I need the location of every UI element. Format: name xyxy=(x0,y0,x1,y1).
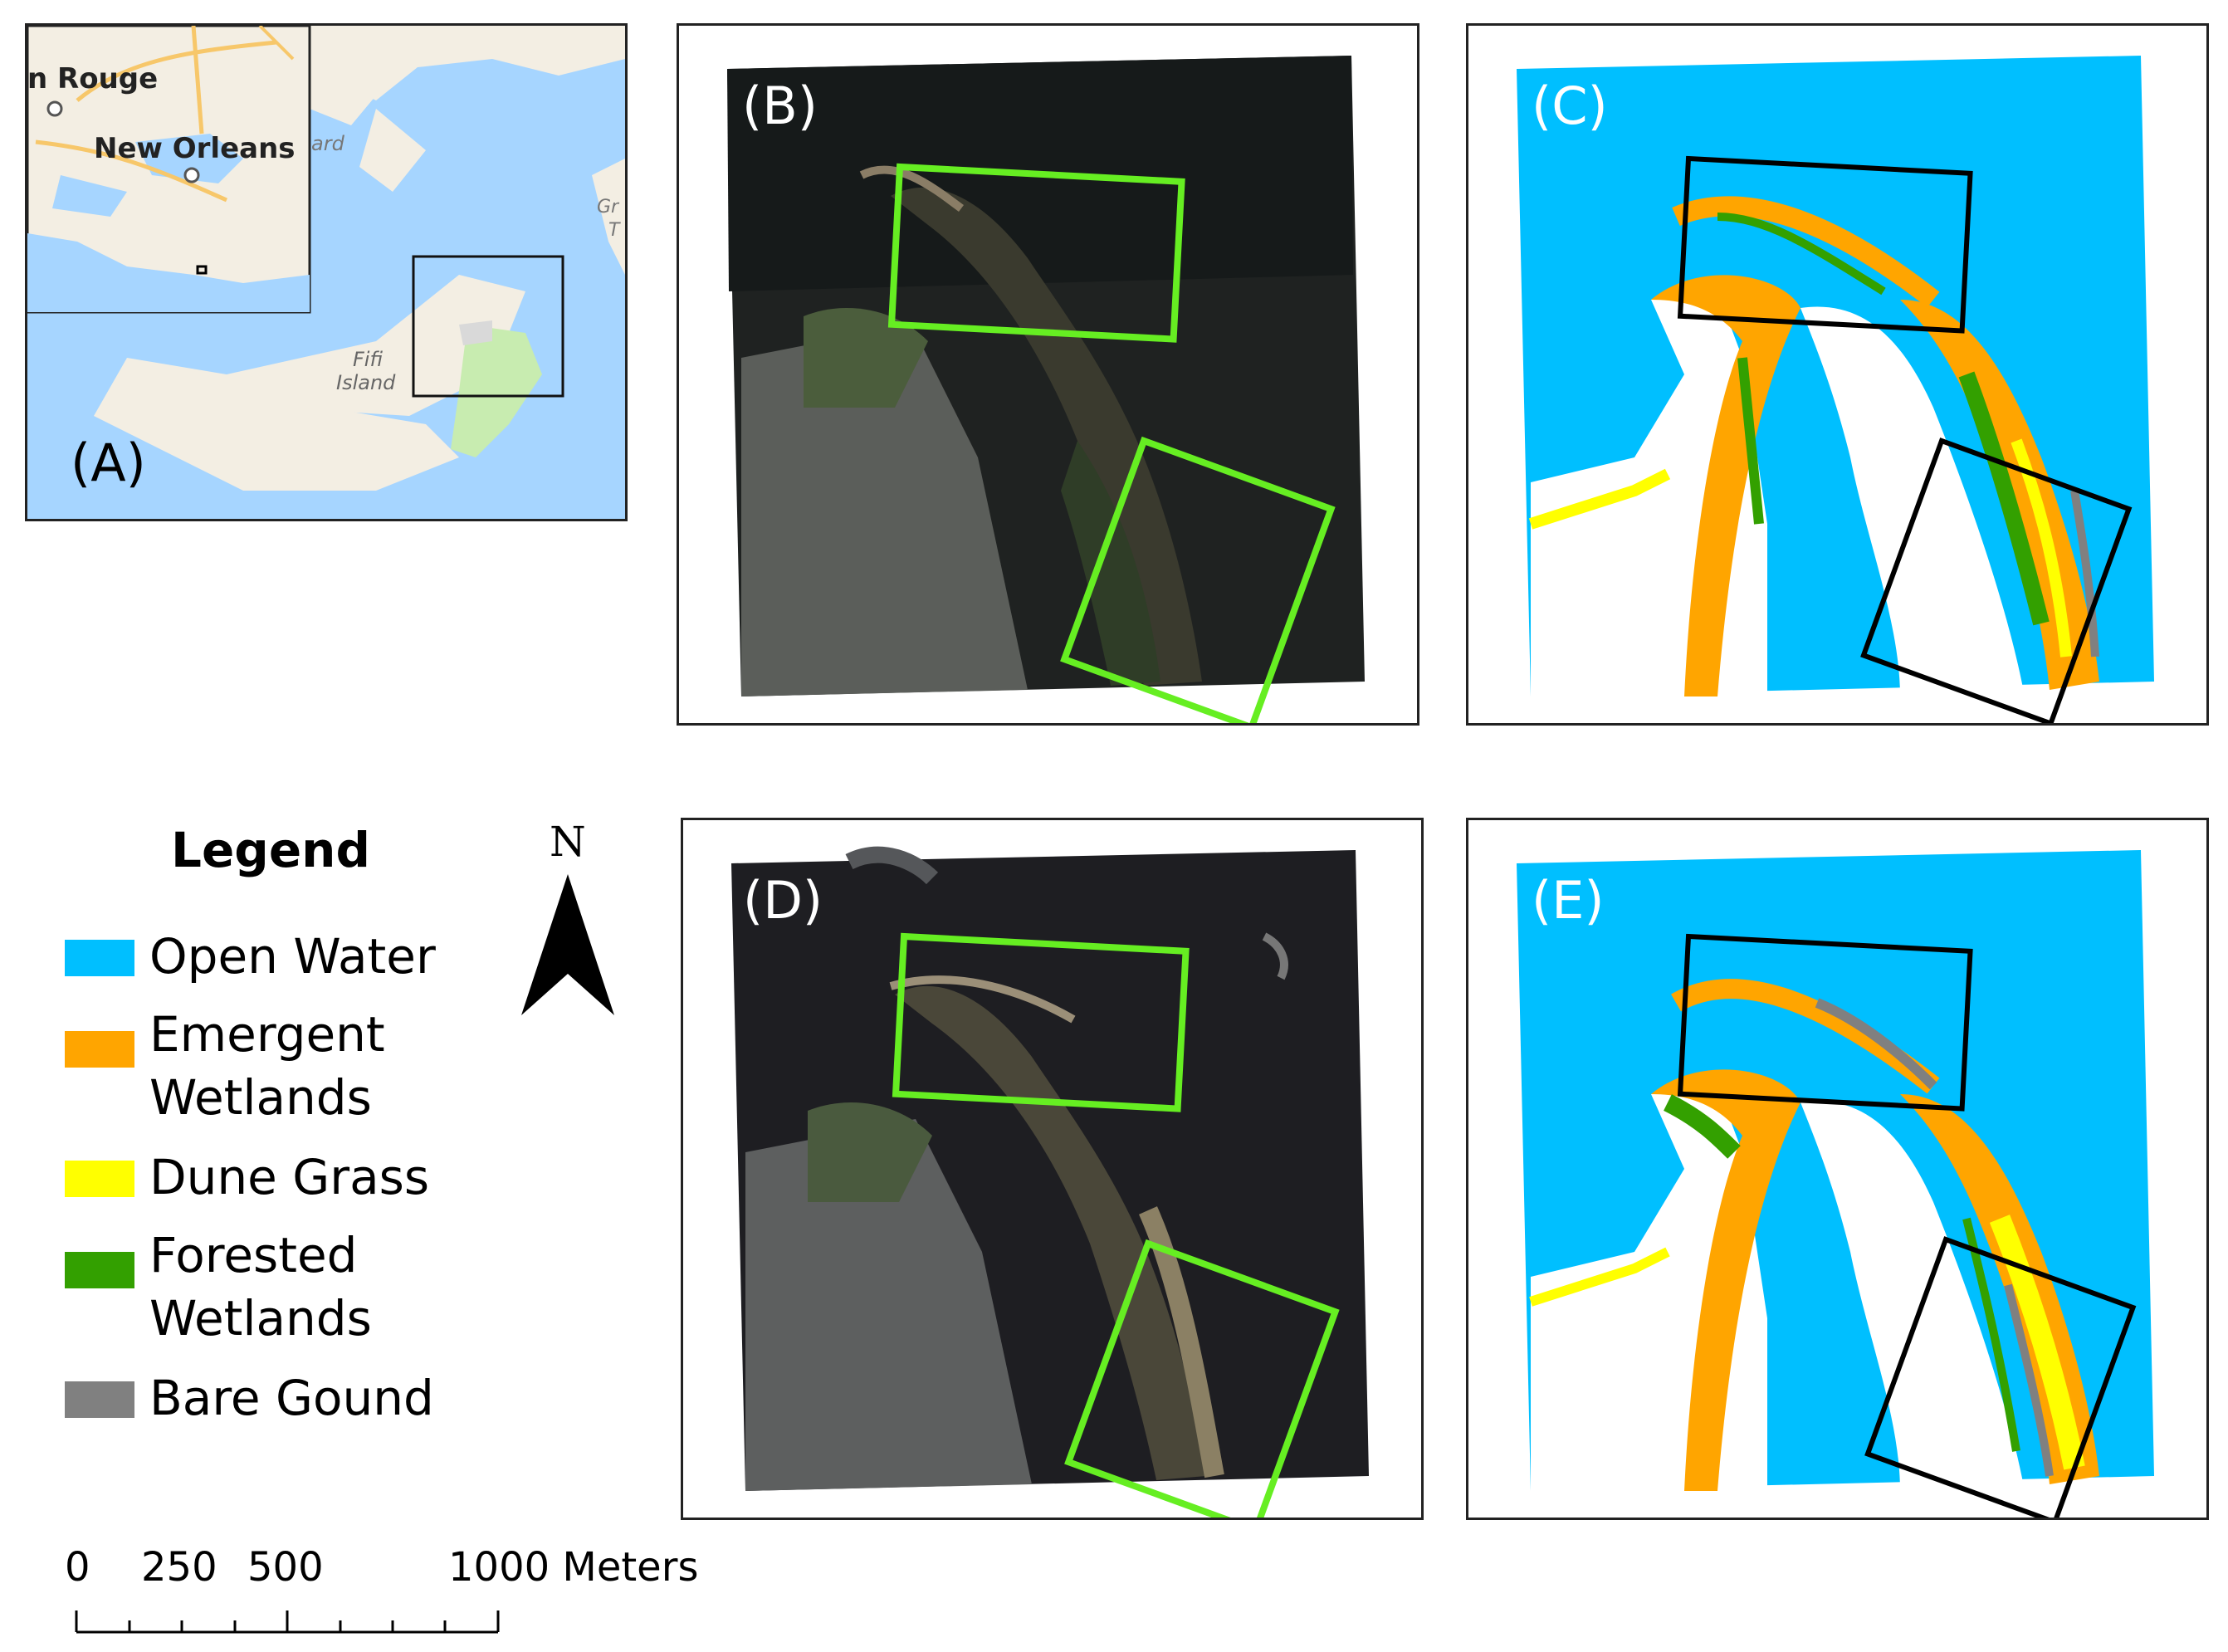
place-island: Island xyxy=(336,371,396,394)
legend-label-bare-gound: Bare Gound xyxy=(149,1370,434,1426)
legend-title: Legend xyxy=(171,822,370,878)
place-fifi: Fifi xyxy=(353,348,383,371)
north-arrow-icon xyxy=(521,874,614,1015)
scale-tick-label-0: 0 xyxy=(65,1544,90,1591)
satellite-image-b xyxy=(727,56,1365,723)
panel-d-label: (D) xyxy=(743,870,823,931)
scale-bar: 0 250 500 1000 Meters xyxy=(58,1544,722,1635)
classified-map-e xyxy=(1517,850,2154,1518)
scale-tick-label-250: 250 xyxy=(141,1544,217,1591)
legend-label-dune-grass: Dune Grass xyxy=(149,1149,430,1205)
panel-a-label: (A) xyxy=(71,433,146,493)
panel-c-frame: (C) xyxy=(1466,23,2209,726)
panel-e-label: (E) xyxy=(1532,870,1605,931)
panel-c-label: (C) xyxy=(1532,76,1608,136)
panel-a-frame: n Rouge New Orleans ard Gr T Fifi Island… xyxy=(25,23,628,521)
panel-d-frame: (D) xyxy=(681,818,1424,1520)
panel-b-label: (B) xyxy=(742,76,818,136)
legend-swatch-dune-grass xyxy=(65,1161,134,1197)
legend-label-forested-wetlands-line2: Wetlands xyxy=(149,1290,372,1347)
legend-swatch-forested-wetlands xyxy=(65,1252,134,1288)
place-new-orleans: New Orleans xyxy=(94,132,296,165)
locator-map xyxy=(27,26,625,519)
legend-label-emergent-wetlands-line1: Emergent xyxy=(149,1006,385,1063)
legend-label-open-water: Open Water xyxy=(149,928,436,985)
scale-tick-label-1000: 1000 Meters xyxy=(448,1544,699,1591)
place-t: T xyxy=(608,220,620,241)
legend-label-forested-wetlands-line1: Forested xyxy=(149,1227,358,1283)
satellite-image-d xyxy=(731,846,1369,1518)
panel-b-frame: (B) xyxy=(677,23,1419,726)
legend-label-emergent-wetlands-line2: Wetlands xyxy=(149,1069,372,1126)
place-gr: Gr xyxy=(597,197,619,217)
north-label: N xyxy=(550,818,586,866)
classified-map-c xyxy=(1517,56,2154,723)
scale-tick-label-500: 500 xyxy=(247,1544,324,1591)
scale-bar-graphic xyxy=(75,1610,500,1634)
legend-swatch-emergent-wetlands xyxy=(65,1031,134,1068)
panel-e-frame: (E) xyxy=(1466,818,2209,1520)
place-baton-rouge: n Rouge xyxy=(27,62,159,95)
place-ard: ard xyxy=(311,132,344,155)
north-arrow: N xyxy=(515,818,623,1034)
legend-swatch-open-water xyxy=(65,940,134,976)
legend-swatch-bare-gound xyxy=(65,1381,134,1418)
legend: Legend Open Water Emergent Wetlands Dune… xyxy=(58,814,523,1444)
